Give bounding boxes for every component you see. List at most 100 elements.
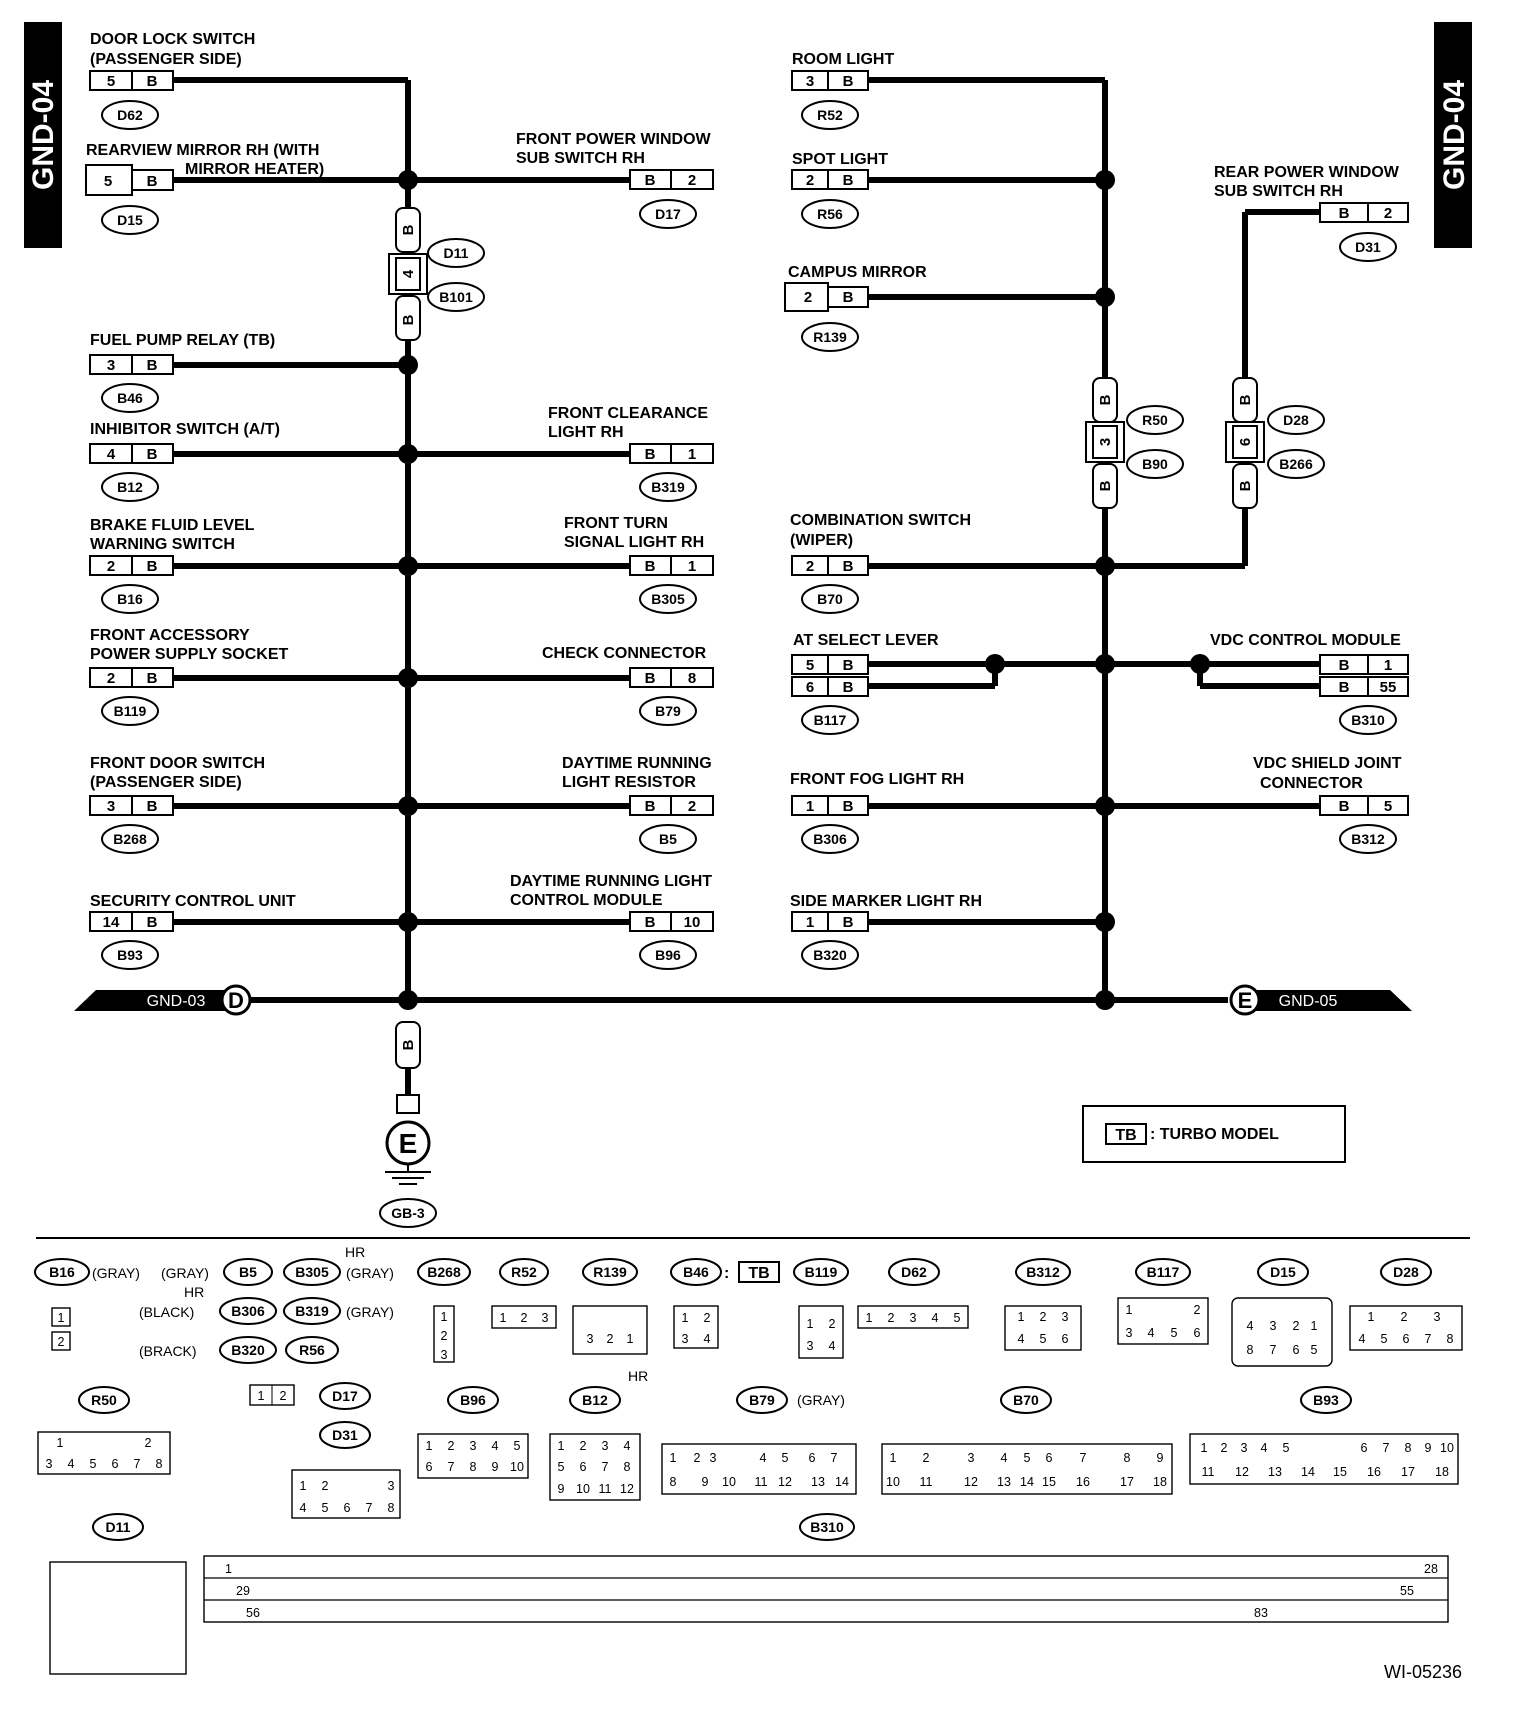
- svg-text:6: 6: [1194, 1326, 1201, 1340]
- svg-text:B: B: [645, 798, 656, 815]
- svg-text:10: 10: [1440, 1441, 1454, 1455]
- component-rear-power-window: REAR POWER WINDOW SUB SWITCH RH B 2 D31: [1214, 164, 1409, 262]
- svg-text:B: B: [843, 558, 854, 575]
- svg-text:D: D: [228, 988, 244, 1013]
- component-combination-switch: COMBINATION SWITCH (WIPER) 2 B B70: [790, 512, 971, 614]
- svg-text:3: 3: [587, 1332, 594, 1346]
- svg-text:DAYTIME RUNNING: DAYTIME RUNNING: [562, 755, 712, 772]
- component-fuel-pump-relay: FUEL PUMP RELAY (TB) 3 B B46: [89, 332, 275, 413]
- svg-text:B: B: [645, 558, 656, 575]
- component-accessory-socket: FRONT ACCESSORY POWER SUPPLY SOCKET 2 B …: [89, 627, 288, 726]
- svg-text:10: 10: [510, 1460, 524, 1474]
- svg-text:B: B: [1339, 679, 1350, 696]
- svg-text:B: B: [147, 73, 158, 90]
- svg-text:2: 2: [1040, 1310, 1047, 1324]
- svg-text:B320: B320: [231, 1342, 265, 1358]
- svg-text:5: 5: [782, 1451, 789, 1465]
- svg-text:D31: D31: [332, 1427, 358, 1443]
- component-vdc-control-module: VDC CONTROL MODULE B 1 B 55 B310: [1210, 632, 1409, 735]
- svg-text:5: 5: [558, 1460, 565, 1474]
- svg-text:3: 3: [910, 1311, 917, 1325]
- svg-text:3: 3: [806, 73, 814, 90]
- svg-text:SUB SWITCH RH: SUB SWITCH RH: [516, 150, 645, 167]
- svg-text:3: 3: [107, 798, 115, 815]
- svg-text:1: 1: [57, 1436, 64, 1450]
- svg-text:4: 4: [624, 1439, 631, 1453]
- svg-text:REAR POWER WINDOW: REAR POWER WINDOW: [1214, 164, 1400, 181]
- svg-text:5: 5: [1311, 1343, 1318, 1357]
- svg-text:1: 1: [670, 1451, 677, 1465]
- svg-text:B46: B46: [117, 390, 143, 406]
- component-drl-control-module: DAYTIME RUNNING LIGHT CONTROL MODULE B 1…: [510, 873, 714, 970]
- svg-text:SIDE MARKER LIGHT RH: SIDE MARKER LIGHT RH: [790, 893, 982, 910]
- component-vdc-shield-joint: VDC SHIELD JOINT CONNECTOR B 5 B312: [1253, 755, 1409, 854]
- svg-text:17: 17: [1401, 1465, 1415, 1479]
- svg-text:3: 3: [441, 1348, 448, 1362]
- svg-text:B96: B96: [460, 1392, 486, 1408]
- svg-text:B: B: [645, 914, 656, 931]
- svg-text:TB: TB: [1115, 1127, 1136, 1144]
- joint-connector-r50-b90: B 3 B R50 B90: [1085, 377, 1184, 509]
- svg-text:D28: D28: [1393, 1264, 1419, 1280]
- svg-text:9: 9: [558, 1482, 565, 1496]
- svg-text:3: 3: [1270, 1319, 1277, 1333]
- svg-text:FRONT TURN: FRONT TURN: [564, 515, 668, 532]
- svg-text:10: 10: [576, 1482, 590, 1496]
- svg-text:B16: B16: [117, 591, 143, 607]
- svg-text:BRAKE FLUID LEVEL: BRAKE FLUID LEVEL: [90, 517, 255, 534]
- bus-ref-gnd-03: GND-03 D: [74, 984, 252, 1016]
- component-at-select-lever: AT SELECT LEVER 5 B 6 B B117: [791, 632, 939, 735]
- svg-text:B305: B305: [651, 591, 685, 607]
- svg-text:13: 13: [811, 1475, 825, 1489]
- svg-text:WARNING SWITCH: WARNING SWITCH: [90, 536, 235, 553]
- svg-text:15: 15: [1042, 1475, 1056, 1489]
- svg-text:4: 4: [68, 1457, 75, 1471]
- svg-text:29: 29: [236, 1584, 250, 1598]
- svg-text:9: 9: [492, 1460, 499, 1474]
- svg-text:4: 4: [1261, 1441, 1268, 1455]
- svg-text:B: B: [1097, 480, 1114, 491]
- svg-text:B: B: [147, 446, 158, 463]
- svg-text:2: 2: [923, 1451, 930, 1465]
- svg-text:GB-3: GB-3: [391, 1205, 425, 1221]
- svg-text:R56: R56: [817, 206, 843, 222]
- svg-text:COMBINATION SWITCH: COMBINATION SWITCH: [790, 512, 971, 529]
- svg-text:HR: HR: [184, 1284, 204, 1300]
- svg-text:4: 4: [1359, 1332, 1366, 1346]
- svg-text:B70: B70: [817, 591, 843, 607]
- svg-text:3: 3: [1126, 1326, 1133, 1340]
- svg-text:7: 7: [1425, 1332, 1432, 1346]
- svg-text:2: 2: [688, 798, 696, 815]
- svg-text:17: 17: [1120, 1475, 1134, 1489]
- svg-text:2: 2: [704, 1311, 711, 1325]
- component-side-marker-light: SIDE MARKER LIGHT RH 1 B B320: [790, 893, 982, 970]
- svg-text:2: 2: [521, 1311, 528, 1325]
- svg-text:B: B: [1237, 394, 1254, 405]
- svg-text:D17: D17: [655, 206, 681, 222]
- svg-text:6: 6: [809, 1451, 816, 1465]
- svg-text:(BLACK): (BLACK): [139, 1304, 194, 1320]
- svg-text:B: B: [1097, 394, 1114, 405]
- svg-text:18: 18: [1153, 1475, 1167, 1489]
- svg-text:B268: B268: [113, 831, 147, 847]
- svg-text:6: 6: [1046, 1451, 1053, 1465]
- svg-text:B: B: [645, 172, 656, 189]
- component-inhibitor-switch: INHIBITOR SWITCH (A/T) 4 B B12: [89, 421, 280, 502]
- svg-text:2: 2: [1194, 1303, 1201, 1317]
- svg-text:B305: B305: [295, 1264, 329, 1280]
- svg-text:B306: B306: [813, 831, 847, 847]
- svg-text:1: 1: [1018, 1310, 1025, 1324]
- svg-text:B117: B117: [814, 712, 847, 728]
- svg-text:1: 1: [58, 1311, 65, 1325]
- svg-text:11: 11: [920, 1475, 933, 1489]
- svg-text:1: 1: [688, 446, 696, 463]
- svg-text:B: B: [1339, 657, 1350, 674]
- figure-id: WI-05236: [1384, 1662, 1462, 1682]
- svg-text:(BRACK): (BRACK): [139, 1343, 197, 1359]
- svg-text:D15: D15: [1270, 1264, 1296, 1280]
- svg-text:B306: B306: [231, 1303, 265, 1319]
- svg-text:8: 8: [156, 1457, 163, 1471]
- svg-text:16: 16: [1076, 1475, 1090, 1489]
- svg-text:1: 1: [558, 1439, 565, 1453]
- svg-text:11: 11: [755, 1475, 768, 1489]
